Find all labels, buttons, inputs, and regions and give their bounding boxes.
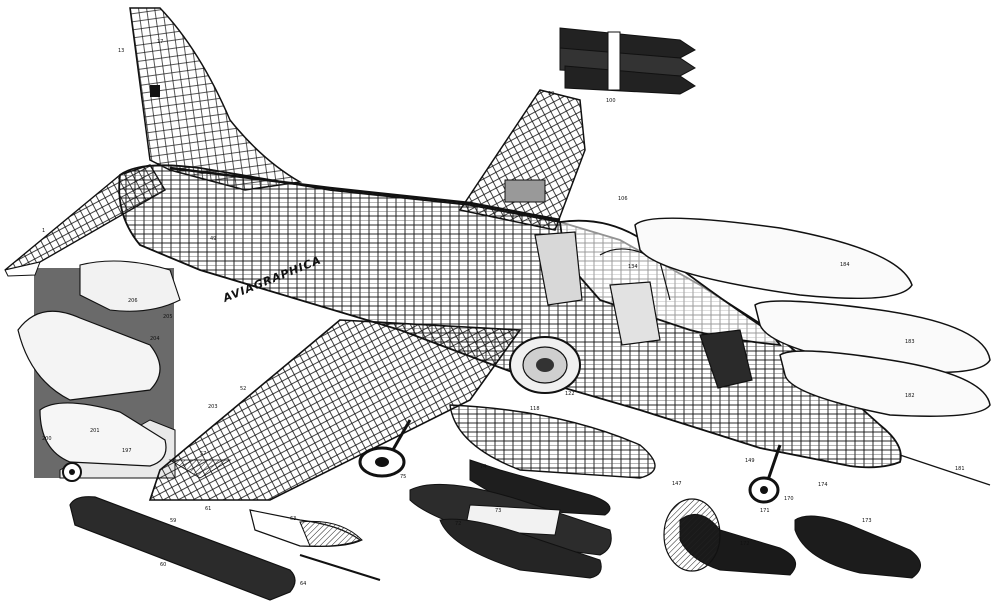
callout-52: 52 (240, 386, 246, 392)
callout-61: 61 (205, 506, 211, 512)
callout-13: 13 (118, 48, 124, 54)
callout-72: 72 (455, 521, 461, 527)
callout-57: 57 (200, 451, 206, 457)
callout-49: 49 (210, 236, 216, 242)
callout-170: 170 (784, 496, 794, 502)
vertical-fin (129, 7, 303, 191)
fin-fitting (150, 85, 160, 97)
callout-134: 134 (628, 264, 638, 270)
fuselage-structure (118, 164, 902, 469)
main-landing-gear (358, 419, 412, 478)
callout-17: 17 (157, 39, 163, 45)
callout-205: 205 (163, 314, 173, 320)
callout-122: 122 (565, 391, 575, 397)
callout-64: 64 (300, 581, 306, 587)
callout-184: 184 (840, 262, 850, 268)
callout-200: 200 (42, 436, 52, 442)
gun-pod-60 (69, 496, 296, 601)
callout-173: 173 (862, 518, 872, 524)
ejection-seats (534, 231, 753, 389)
underwing-stores (69, 459, 921, 601)
nose-landing-gear (748, 444, 782, 504)
rocket-cluster (559, 27, 696, 95)
pitot-probe (899, 454, 991, 486)
bomb-74 (469, 459, 611, 516)
callout-201: 201 (90, 428, 100, 434)
callout-118: 118 (530, 406, 540, 412)
bomb-173 (794, 515, 921, 579)
callout-174: 174 (818, 482, 828, 488)
port-wing (148, 319, 522, 501)
callout-147: 147 (672, 481, 682, 487)
callout-204: 204 (150, 336, 160, 342)
callout-74: 74 (480, 464, 486, 470)
callout-63: 63 (290, 516, 296, 522)
callout-labels: 1 13 17 49 52 57 59 60 61 63 64 72 73 74 75 99 100 106 118… (42, 39, 965, 587)
callout-181: 181 (955, 466, 965, 472)
inset-rear-fuselage (17, 310, 161, 401)
callout-1: 1 (42, 228, 45, 234)
drop-tank-184 (634, 217, 913, 300)
callout-60: 60 (160, 562, 166, 568)
callout-171: 171 (760, 508, 770, 514)
callout-182: 182 (905, 393, 915, 399)
engine-intake (509, 336, 581, 394)
ventral-gun-pod (449, 404, 656, 479)
callout-75: 75 (400, 474, 406, 480)
callout-183: 183 (905, 339, 915, 345)
detail-inset-panel (17, 260, 181, 482)
missile-64 (299, 554, 381, 581)
callout-172: 172 (740, 541, 750, 547)
callout-149: 149 (745, 458, 755, 464)
inset-engine-detail (79, 260, 181, 312)
callout-99: 99 (548, 91, 554, 97)
starboard-wing (458, 89, 586, 231)
drop-tank-182 (779, 350, 991, 417)
callout-197: 197 (122, 448, 132, 454)
inset-nose-detail (39, 402, 167, 467)
callout-100: 100 (606, 98, 616, 104)
callout-73: 73 (495, 508, 501, 514)
drop-tanks (634, 217, 991, 417)
callout-59: 59 (170, 518, 176, 524)
callout-203: 203 (208, 404, 218, 410)
callout-106: 106 (618, 196, 628, 202)
callout-206: 206 (128, 298, 138, 304)
